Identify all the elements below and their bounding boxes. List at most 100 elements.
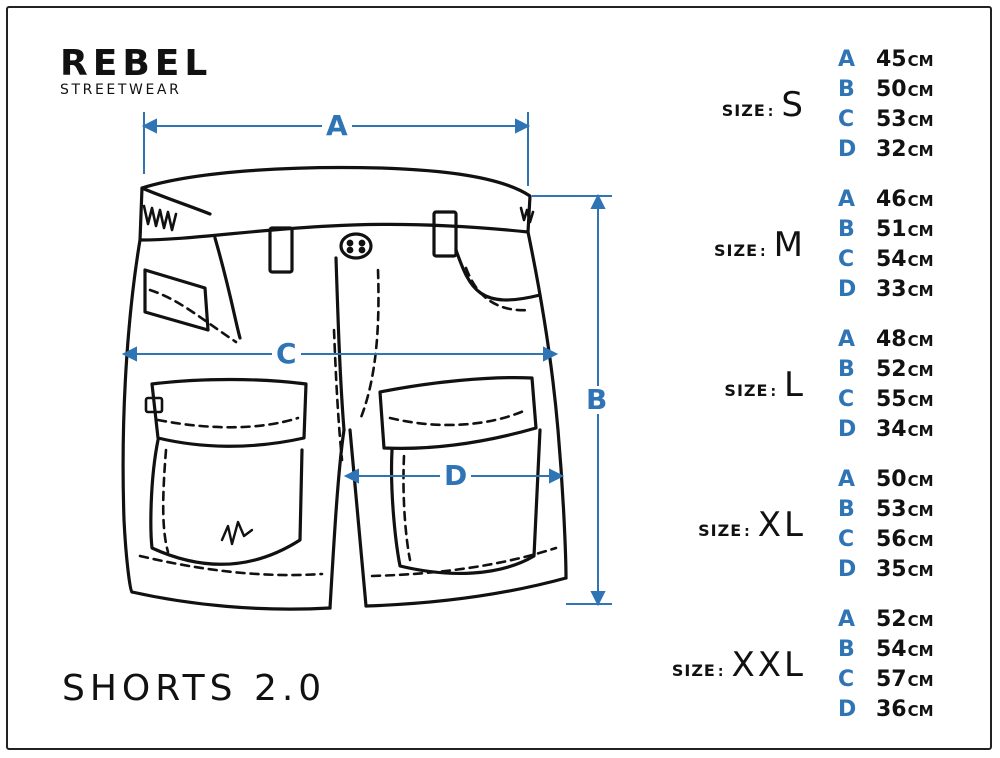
measurement-letter: A xyxy=(838,466,856,492)
measurement-unit: CM xyxy=(907,502,934,520)
size-colon: : xyxy=(744,524,750,540)
belt-loop-right xyxy=(432,210,458,258)
measurement-unit: CM xyxy=(907,532,934,550)
size-value: M xyxy=(773,225,806,265)
measurement-value: 56 xyxy=(876,526,907,552)
measurement-value: 34 xyxy=(876,416,907,442)
size-value: L xyxy=(784,365,806,405)
measurement-value: 35 xyxy=(876,556,907,582)
measurement-unit: CM xyxy=(907,142,934,160)
size-colon: : xyxy=(760,244,766,260)
measurement-unit: CM xyxy=(907,472,934,490)
measurement-value: 50 xyxy=(876,76,907,102)
cargo-body-left xyxy=(149,438,304,566)
shorts-outline-right xyxy=(526,230,568,580)
dim-label-b: B xyxy=(582,386,612,414)
measurement-unit: CM xyxy=(907,112,934,130)
measurement-letter: B xyxy=(838,216,855,242)
measurement-value: 57 xyxy=(876,666,907,692)
measurement-letter: D xyxy=(838,556,857,582)
measurement-letter: B xyxy=(838,496,855,522)
measurement-unit: CM xyxy=(907,282,934,300)
size-value: XL xyxy=(757,505,806,545)
measurement-letter: B xyxy=(838,76,855,102)
measurement-unit: CM xyxy=(907,392,934,410)
measurement-letter: C xyxy=(838,106,855,132)
waist-button xyxy=(339,232,373,260)
size-colon: : xyxy=(770,384,777,400)
cargo-flap-right xyxy=(378,376,538,450)
size-label-s: SIZE:S xyxy=(722,88,806,122)
size-label-xxl: SIZE:XXL xyxy=(672,648,806,682)
page-frame xyxy=(6,6,992,750)
measurement-unit: CM xyxy=(907,612,934,630)
shorts-outline-left xyxy=(121,238,142,594)
right-inner-leg xyxy=(348,428,368,608)
measurement-value: 52 xyxy=(876,356,907,382)
measurement-letter: D xyxy=(838,416,857,442)
size-prefix: SIZE xyxy=(714,241,759,260)
size-label-xl: SIZE: XL xyxy=(698,508,806,542)
measurement-unit: CM xyxy=(907,672,934,690)
measurement-letter: B xyxy=(838,636,855,662)
size-label-l: SIZE:L xyxy=(724,368,806,402)
waistband-scribble-left xyxy=(142,204,178,232)
waistband-scribble-right xyxy=(519,206,535,224)
measurement-value: 53 xyxy=(876,496,907,522)
measurement-unit: CM xyxy=(907,332,934,350)
measurement-value: 48 xyxy=(876,326,907,352)
measurement-unit: CM xyxy=(907,222,934,240)
measurement-unit: CM xyxy=(907,702,934,720)
measurement-letter: A xyxy=(838,326,856,352)
brand-subtitle: STREETWEAR xyxy=(60,82,182,98)
measurement-letter: D xyxy=(838,276,857,302)
brand-name: REBEL xyxy=(60,43,213,84)
pocket-left-curve xyxy=(213,236,242,340)
fly-seam xyxy=(334,256,346,432)
measurement-letter: A xyxy=(838,606,856,632)
size-label-m: SIZE: M xyxy=(714,228,806,262)
dim-label-c: C xyxy=(272,340,301,368)
cargo-tag xyxy=(144,396,164,414)
cargo-flap-left xyxy=(150,377,308,448)
product-title: SHORTS 2.0 xyxy=(62,668,327,709)
measurement-value: 50 xyxy=(876,466,907,492)
measurement-value: 36 xyxy=(876,696,907,722)
measurement-unit: CM xyxy=(907,362,934,380)
measurement-letter: D xyxy=(838,696,857,722)
size-colon: : xyxy=(767,104,774,120)
measurement-value: 53 xyxy=(876,106,907,132)
dim-label-d: D xyxy=(440,462,472,490)
measurement-unit: CM xyxy=(907,422,934,440)
right-hem xyxy=(364,576,568,608)
measurement-unit: CM xyxy=(907,192,934,210)
size-prefix: SIZE xyxy=(698,521,743,540)
measurement-letter: D xyxy=(838,136,857,162)
measurement-letter: A xyxy=(838,186,856,212)
measurement-value: 46 xyxy=(876,186,907,212)
measurement-unit: CM xyxy=(907,52,934,70)
measurement-letter: C xyxy=(838,526,855,552)
belt-loop-left xyxy=(268,226,294,274)
measurement-value: 32 xyxy=(876,136,907,162)
size-prefix: SIZE xyxy=(721,101,766,120)
measurement-letter: C xyxy=(838,386,855,412)
measurement-value: 33 xyxy=(876,276,907,302)
